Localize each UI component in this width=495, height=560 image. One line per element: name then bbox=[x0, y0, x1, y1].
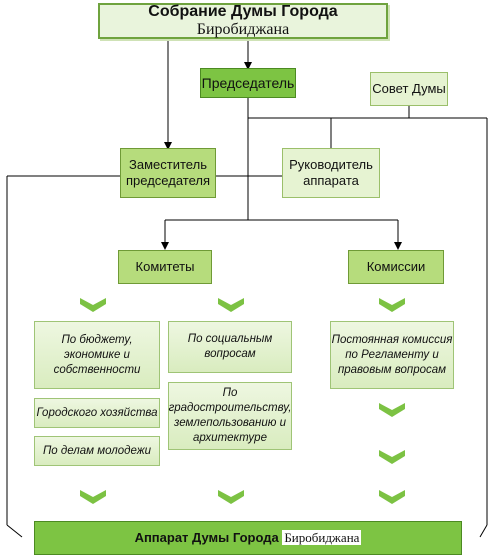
apparatus-title: Аппарат Думы Города Биробиджана bbox=[135, 530, 362, 546]
committee-social: По социальным вопросам bbox=[168, 321, 292, 373]
commissions-label: Комиссии bbox=[366, 259, 426, 274]
commission-regulations: Постоянная комиссия по Регламенту и прав… bbox=[330, 321, 454, 389]
council-title-city: Биробиджана bbox=[196, 21, 290, 38]
commission-regulations-label: Постоянная комиссия по Регламенту и прав… bbox=[331, 333, 453, 376]
council-label: Совет Думы bbox=[372, 81, 446, 96]
committee-youth: По делам молодежи bbox=[34, 436, 160, 466]
chevron-icon bbox=[379, 450, 405, 464]
committee-urban-label: Городского хозяйства bbox=[36, 406, 158, 419]
apparatus-title-main: Аппарат Думы Города bbox=[134, 530, 279, 545]
chevron-icon bbox=[80, 298, 106, 312]
chevrons bbox=[80, 298, 405, 504]
committee-youth-label: По делам молодежи bbox=[42, 444, 152, 457]
committee-urban: Городского хозяйства bbox=[34, 398, 160, 428]
apparatus-title-city: Биробиджана bbox=[282, 530, 362, 545]
commissions-box: Комиссии bbox=[348, 250, 444, 284]
committees-box: Комитеты bbox=[118, 250, 212, 284]
head-label: Руководитель аппарата bbox=[289, 157, 373, 188]
head-box: Руководитель аппарата bbox=[282, 148, 380, 198]
deputy-label: Заместитель председателя bbox=[125, 157, 210, 188]
committee-construction-label: По градостроительству, землепользованию … bbox=[168, 387, 292, 444]
chevron-icon bbox=[379, 298, 405, 312]
council-title: Собрание Думы Города Биробиджана bbox=[100, 3, 386, 39]
committee-social-label: По социальным вопросам bbox=[187, 333, 273, 360]
chairman-label: Председатель bbox=[201, 75, 295, 91]
chevron-icon bbox=[80, 490, 106, 504]
apparatus-box: Аппарат Думы Города Биробиджана bbox=[34, 521, 462, 555]
committee-construction: По градостроительству, землепользованию … bbox=[168, 382, 292, 450]
chairman-box: Председатель bbox=[200, 68, 296, 98]
deputy-box: Заместитель председателя bbox=[120, 148, 216, 198]
committee-budget: По бюджету, экономике и собственности bbox=[34, 321, 160, 389]
chevron-icon bbox=[379, 490, 405, 504]
chevron-icon bbox=[218, 298, 244, 312]
chevron-icon bbox=[218, 490, 244, 504]
council-title-main: Собрание Думы Города bbox=[148, 3, 338, 20]
committee-budget-label: По бюджету, экономике и собственности bbox=[53, 333, 141, 376]
council-box: Совет Думы bbox=[370, 72, 448, 106]
chevron-icon bbox=[379, 403, 405, 417]
council-title-box: Собрание Думы Города Биробиджана bbox=[98, 3, 388, 39]
committees-label: Комитеты bbox=[135, 259, 195, 274]
